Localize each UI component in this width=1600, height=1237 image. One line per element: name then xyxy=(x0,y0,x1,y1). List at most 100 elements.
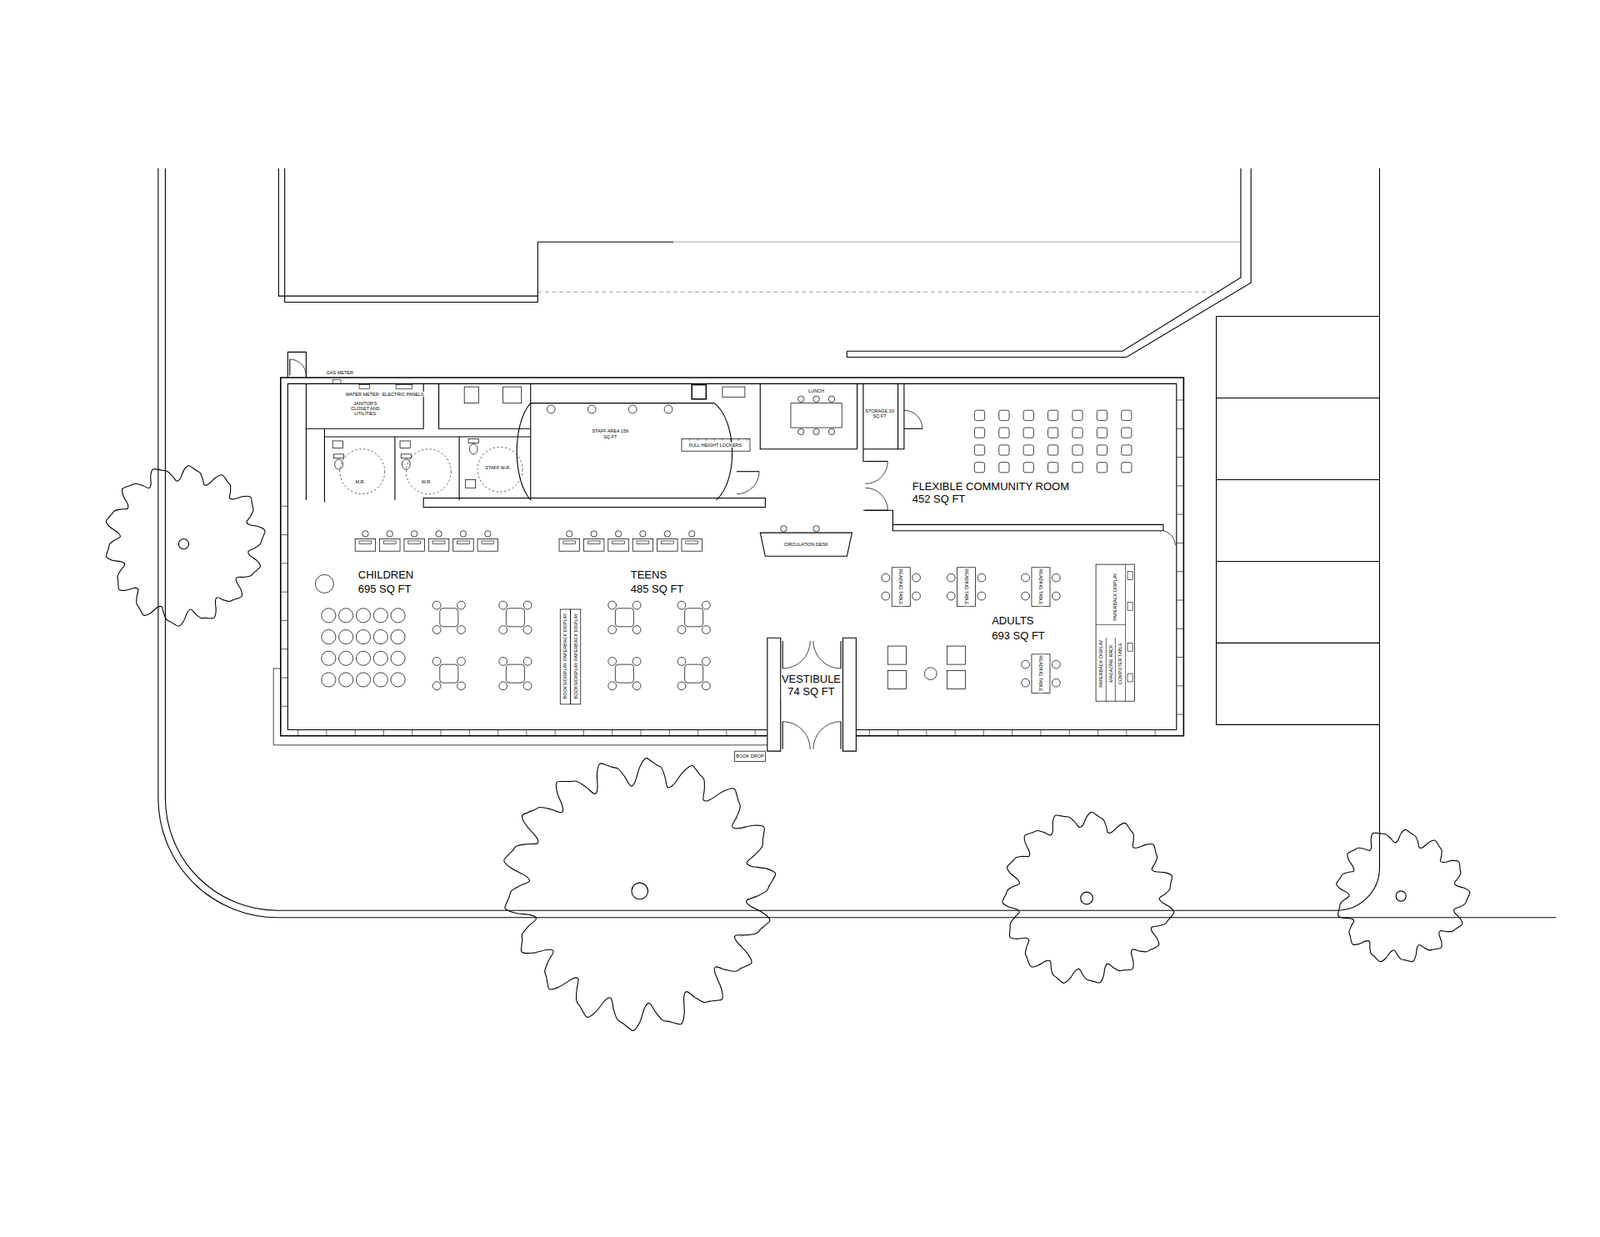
lockers xyxy=(681,439,750,452)
chair xyxy=(701,625,710,635)
monitor xyxy=(383,540,396,545)
chair xyxy=(590,530,597,537)
chair xyxy=(632,600,641,610)
locker-divider xyxy=(746,439,748,441)
chair xyxy=(457,625,466,635)
stack-chair xyxy=(974,462,985,473)
window-mullion xyxy=(611,729,613,735)
chair xyxy=(432,657,441,666)
window-mullion xyxy=(280,562,289,564)
room-label: W.R. xyxy=(420,479,433,485)
window-mullion xyxy=(669,729,670,735)
chair xyxy=(701,657,710,666)
fixture-label: BOOKS/DISPLAY PAPERBACK DISPLAY xyxy=(572,612,578,700)
meter xyxy=(332,379,341,384)
fixture-label: MAGAZINE RACK xyxy=(1108,643,1114,684)
chair xyxy=(701,681,710,690)
stack-chair xyxy=(1072,462,1083,473)
floor-cushion xyxy=(339,650,354,665)
monitor xyxy=(481,540,495,545)
stack-chair xyxy=(1096,410,1107,420)
book-shelf xyxy=(570,609,581,705)
area-name: TEENS xyxy=(630,569,667,582)
chair xyxy=(1051,573,1060,582)
door-leaf xyxy=(289,359,290,376)
window-mullion xyxy=(555,729,556,735)
sink xyxy=(332,440,343,449)
stack-chair xyxy=(1048,427,1059,438)
room-label: STORAGE 33 SQ FT xyxy=(864,408,895,420)
fixture-label: READING TABLE xyxy=(898,567,904,606)
table xyxy=(505,664,525,683)
stack-chair xyxy=(1121,410,1132,420)
chair xyxy=(977,573,986,582)
sink xyxy=(465,479,475,488)
window-mullion xyxy=(697,729,699,735)
fixture-label: COMPUTER TABLE xyxy=(1117,641,1123,685)
window-mullion xyxy=(1011,729,1013,735)
door-swing xyxy=(1163,530,1176,545)
fixture-label: WATER METER xyxy=(345,390,380,396)
floor-cushion xyxy=(339,608,354,623)
room-name: FLEXIBLE COMMUNITY ROOM xyxy=(912,480,1070,494)
window-mullion xyxy=(411,729,413,735)
neighbor-lot xyxy=(285,168,675,302)
chair xyxy=(1021,573,1030,582)
fixture-label: PAPERBACK DISPLAY xyxy=(1112,572,1118,623)
table xyxy=(685,664,704,683)
door-leaf xyxy=(840,721,841,750)
chair xyxy=(546,405,555,414)
stack-chair xyxy=(999,445,1010,455)
chair xyxy=(798,428,805,435)
panel xyxy=(395,385,413,390)
interior-wall xyxy=(305,383,530,502)
window-mullion xyxy=(325,729,327,735)
chair xyxy=(813,428,820,435)
chair xyxy=(608,657,617,666)
book-shelf xyxy=(560,609,570,705)
window-mullion xyxy=(440,729,442,735)
monitor xyxy=(408,540,421,545)
computer-desk xyxy=(559,538,580,551)
room-label: LUNCH xyxy=(807,388,825,394)
window-mullion xyxy=(1176,514,1185,515)
chair xyxy=(813,525,820,532)
chair xyxy=(640,530,646,537)
canopy-edge xyxy=(273,668,768,745)
stack-chair xyxy=(1023,445,1034,455)
neighbor-lot xyxy=(278,168,538,296)
chair xyxy=(946,573,955,582)
chair xyxy=(701,600,710,610)
table xyxy=(615,608,634,627)
monitor xyxy=(1127,601,1133,610)
chair xyxy=(632,657,641,666)
window-mullion xyxy=(1176,542,1185,544)
window-mullion xyxy=(1069,729,1070,735)
area-size: 485 SQ FT xyxy=(630,583,685,596)
window-mullion xyxy=(869,729,870,735)
room-name: VESTIBULE xyxy=(781,673,841,686)
room-label: M.R. xyxy=(354,479,366,485)
chair xyxy=(1021,678,1030,687)
chair xyxy=(632,625,641,635)
locker-divider xyxy=(721,439,723,441)
locker-divider xyxy=(738,439,740,441)
chair xyxy=(566,530,573,537)
round-rug xyxy=(315,574,334,593)
stack-chair xyxy=(1121,445,1132,455)
fixture-label: PAPERBACK DISPLAY xyxy=(1098,638,1104,689)
kitchen-fixture xyxy=(691,385,706,400)
monitor xyxy=(1127,673,1133,682)
floor-cushion xyxy=(390,650,405,665)
locker-divider xyxy=(730,439,731,441)
chair xyxy=(1021,591,1030,600)
window-mullion xyxy=(725,729,727,735)
display-strip xyxy=(1095,564,1135,701)
floor-cushion xyxy=(339,629,354,644)
chair xyxy=(362,530,369,537)
stack-chair xyxy=(1096,462,1107,473)
room-label: VESTIBULE74 SQ FT xyxy=(781,673,841,699)
area-name: CHILDREN xyxy=(358,569,414,582)
window-mullion xyxy=(497,729,499,735)
toilet-bowl xyxy=(335,459,344,470)
